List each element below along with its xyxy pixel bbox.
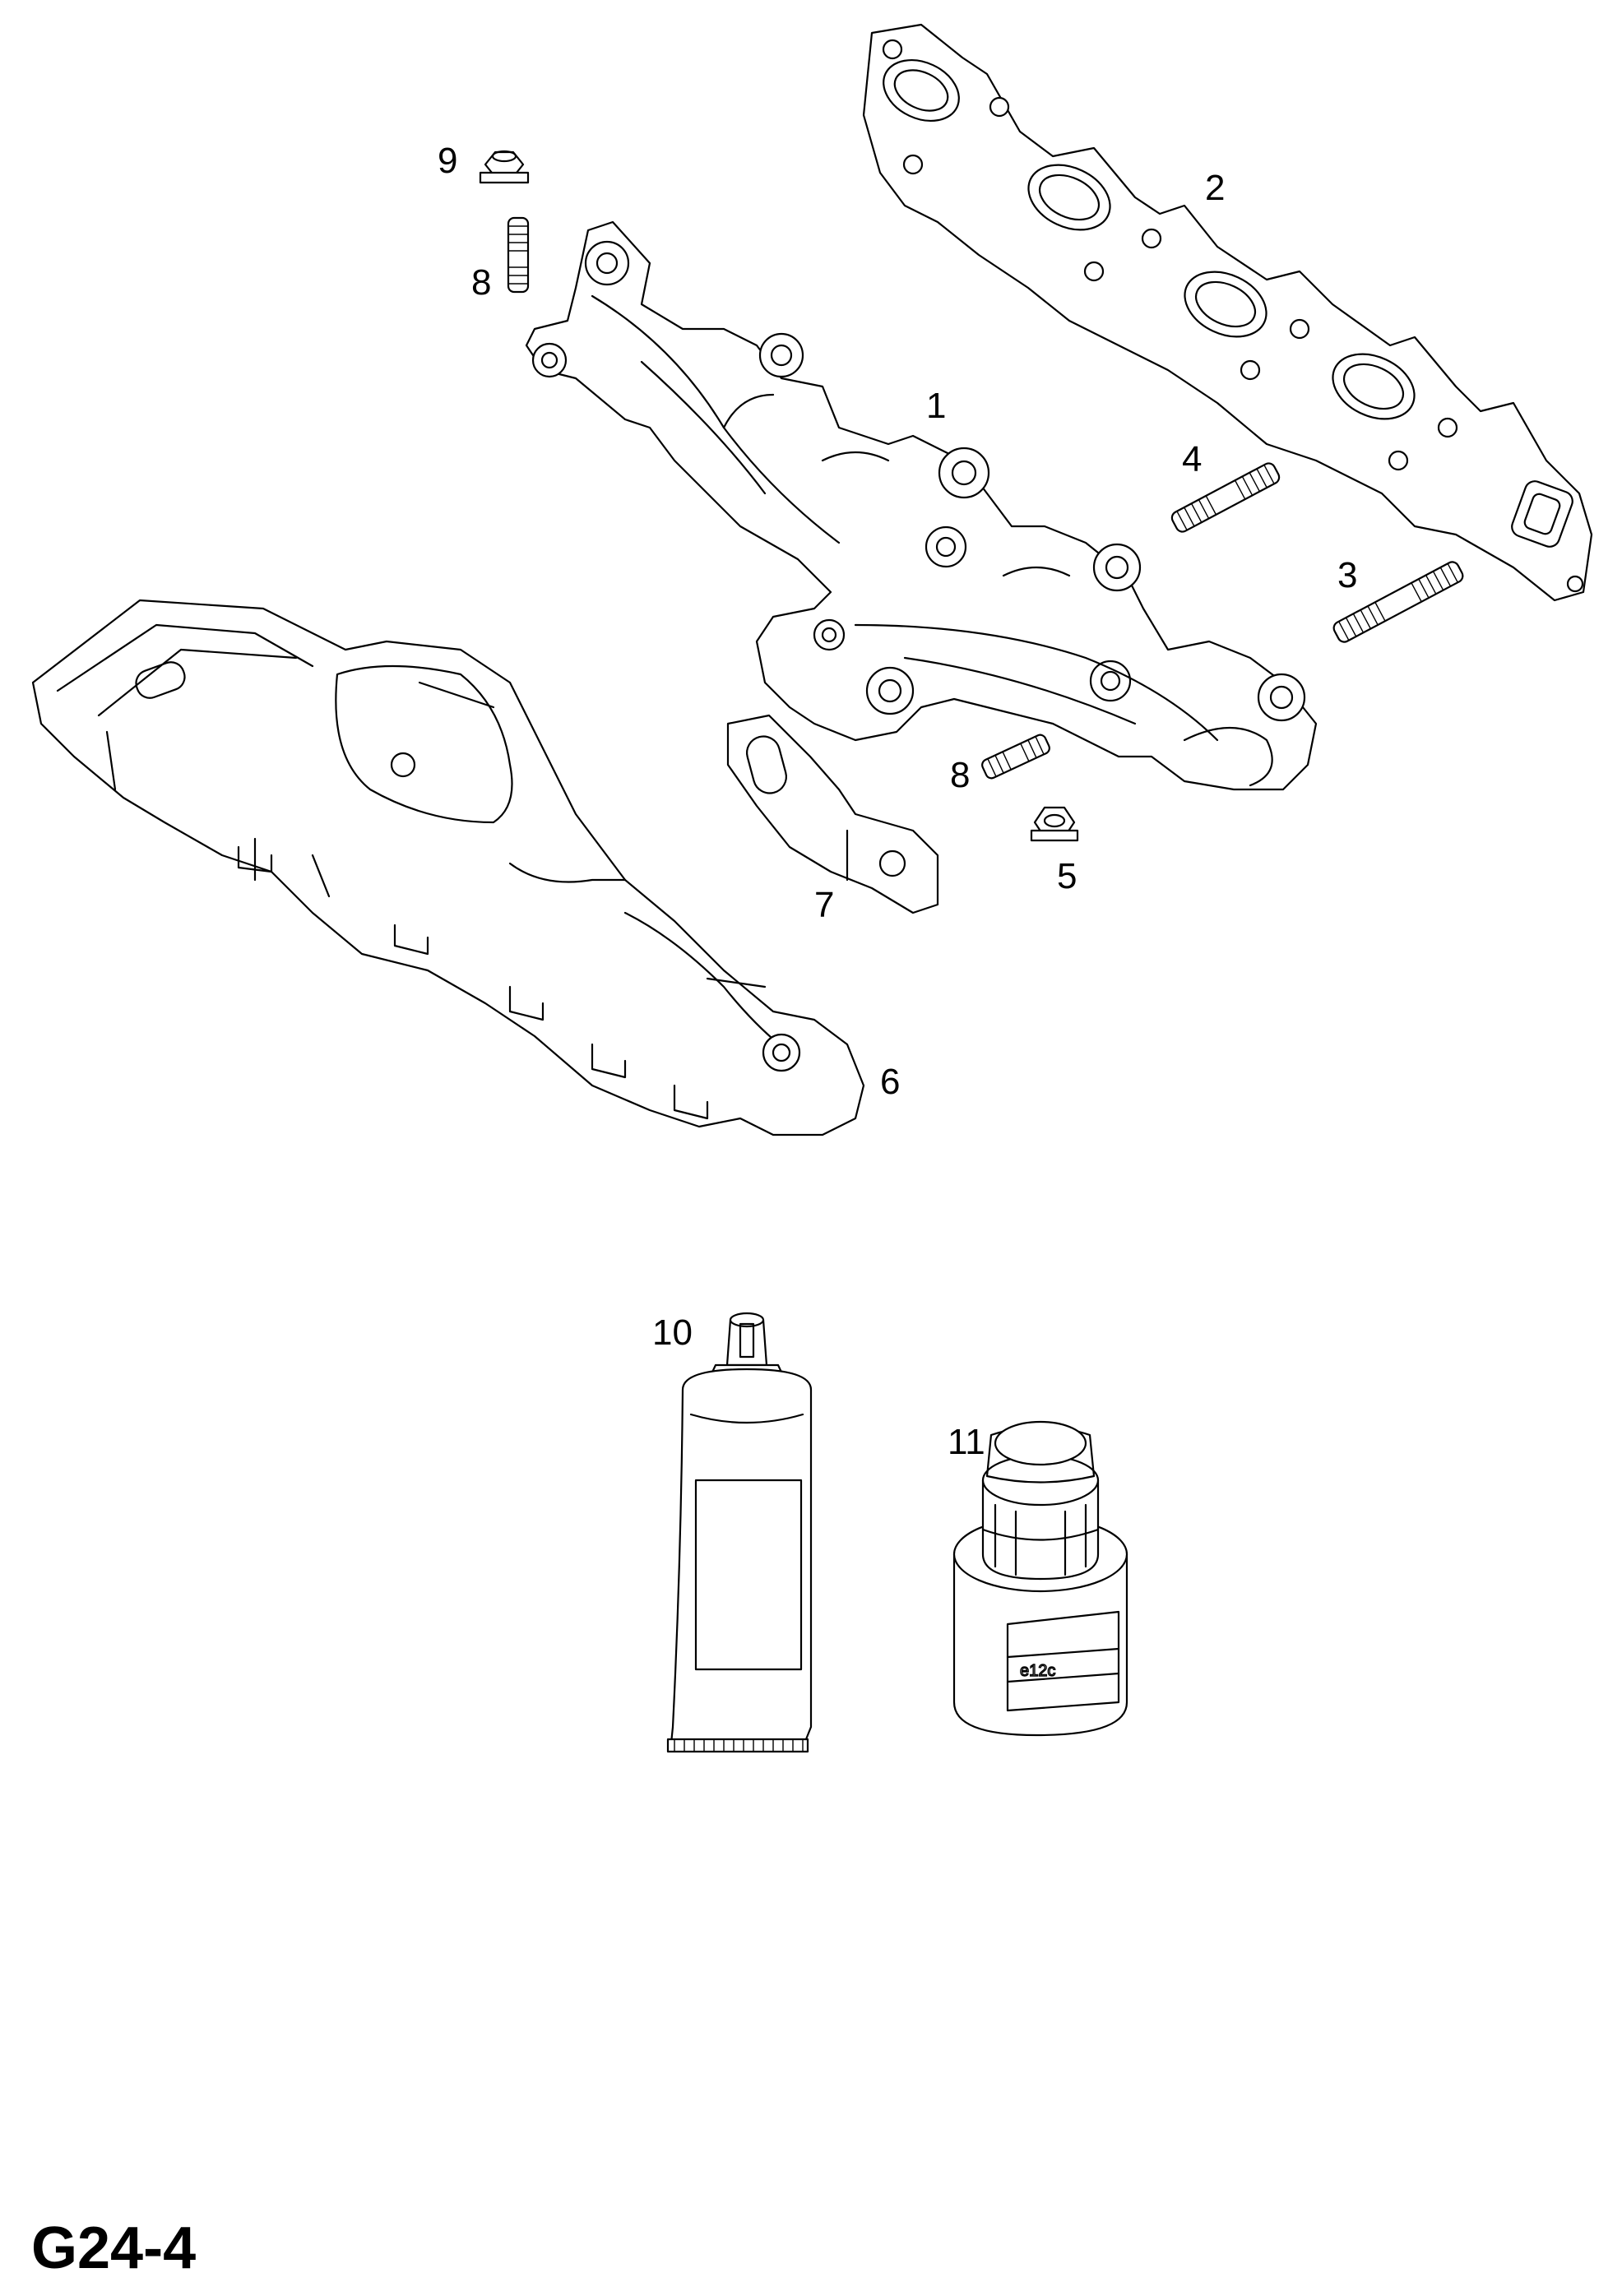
part-bracket-7 bbox=[726, 714, 939, 914]
callout-2: 2 bbox=[1205, 168, 1225, 208]
callout-5: 5 bbox=[1057, 856, 1077, 896]
diagram-code: G24-4 bbox=[31, 2215, 196, 2281]
callout-1: 1 bbox=[926, 386, 946, 426]
part-stud-8-lower bbox=[981, 734, 1050, 780]
callout-4: 4 bbox=[1182, 439, 1202, 479]
part-stud-8-top bbox=[507, 216, 530, 294]
callout-3: 3 bbox=[1337, 555, 1357, 595]
callout-8-lower: 8 bbox=[950, 755, 970, 795]
part-stud-4 bbox=[1170, 462, 1281, 533]
callout-6: 6 bbox=[880, 1062, 900, 1102]
part-exhaust-manifold bbox=[525, 220, 1318, 791]
bottle-label-text: e12c bbox=[1020, 1662, 1055, 1680]
callout-8-top: 8 bbox=[471, 262, 491, 303]
part-stud-3 bbox=[1332, 561, 1464, 643]
callout-7: 7 bbox=[814, 885, 834, 925]
part-gasket bbox=[862, 23, 1593, 602]
callout-9: 9 bbox=[438, 141, 457, 181]
callout-10: 10 bbox=[652, 1312, 693, 1353]
part-nut-5 bbox=[1030, 806, 1079, 842]
part-nut-9 bbox=[479, 150, 530, 184]
part-heat-shield bbox=[31, 599, 865, 1136]
callout-11: 11 bbox=[948, 1422, 985, 1462]
part-sealant-tube bbox=[666, 1312, 813, 1753]
part-bottle: e12c bbox=[952, 1420, 1128, 1737]
